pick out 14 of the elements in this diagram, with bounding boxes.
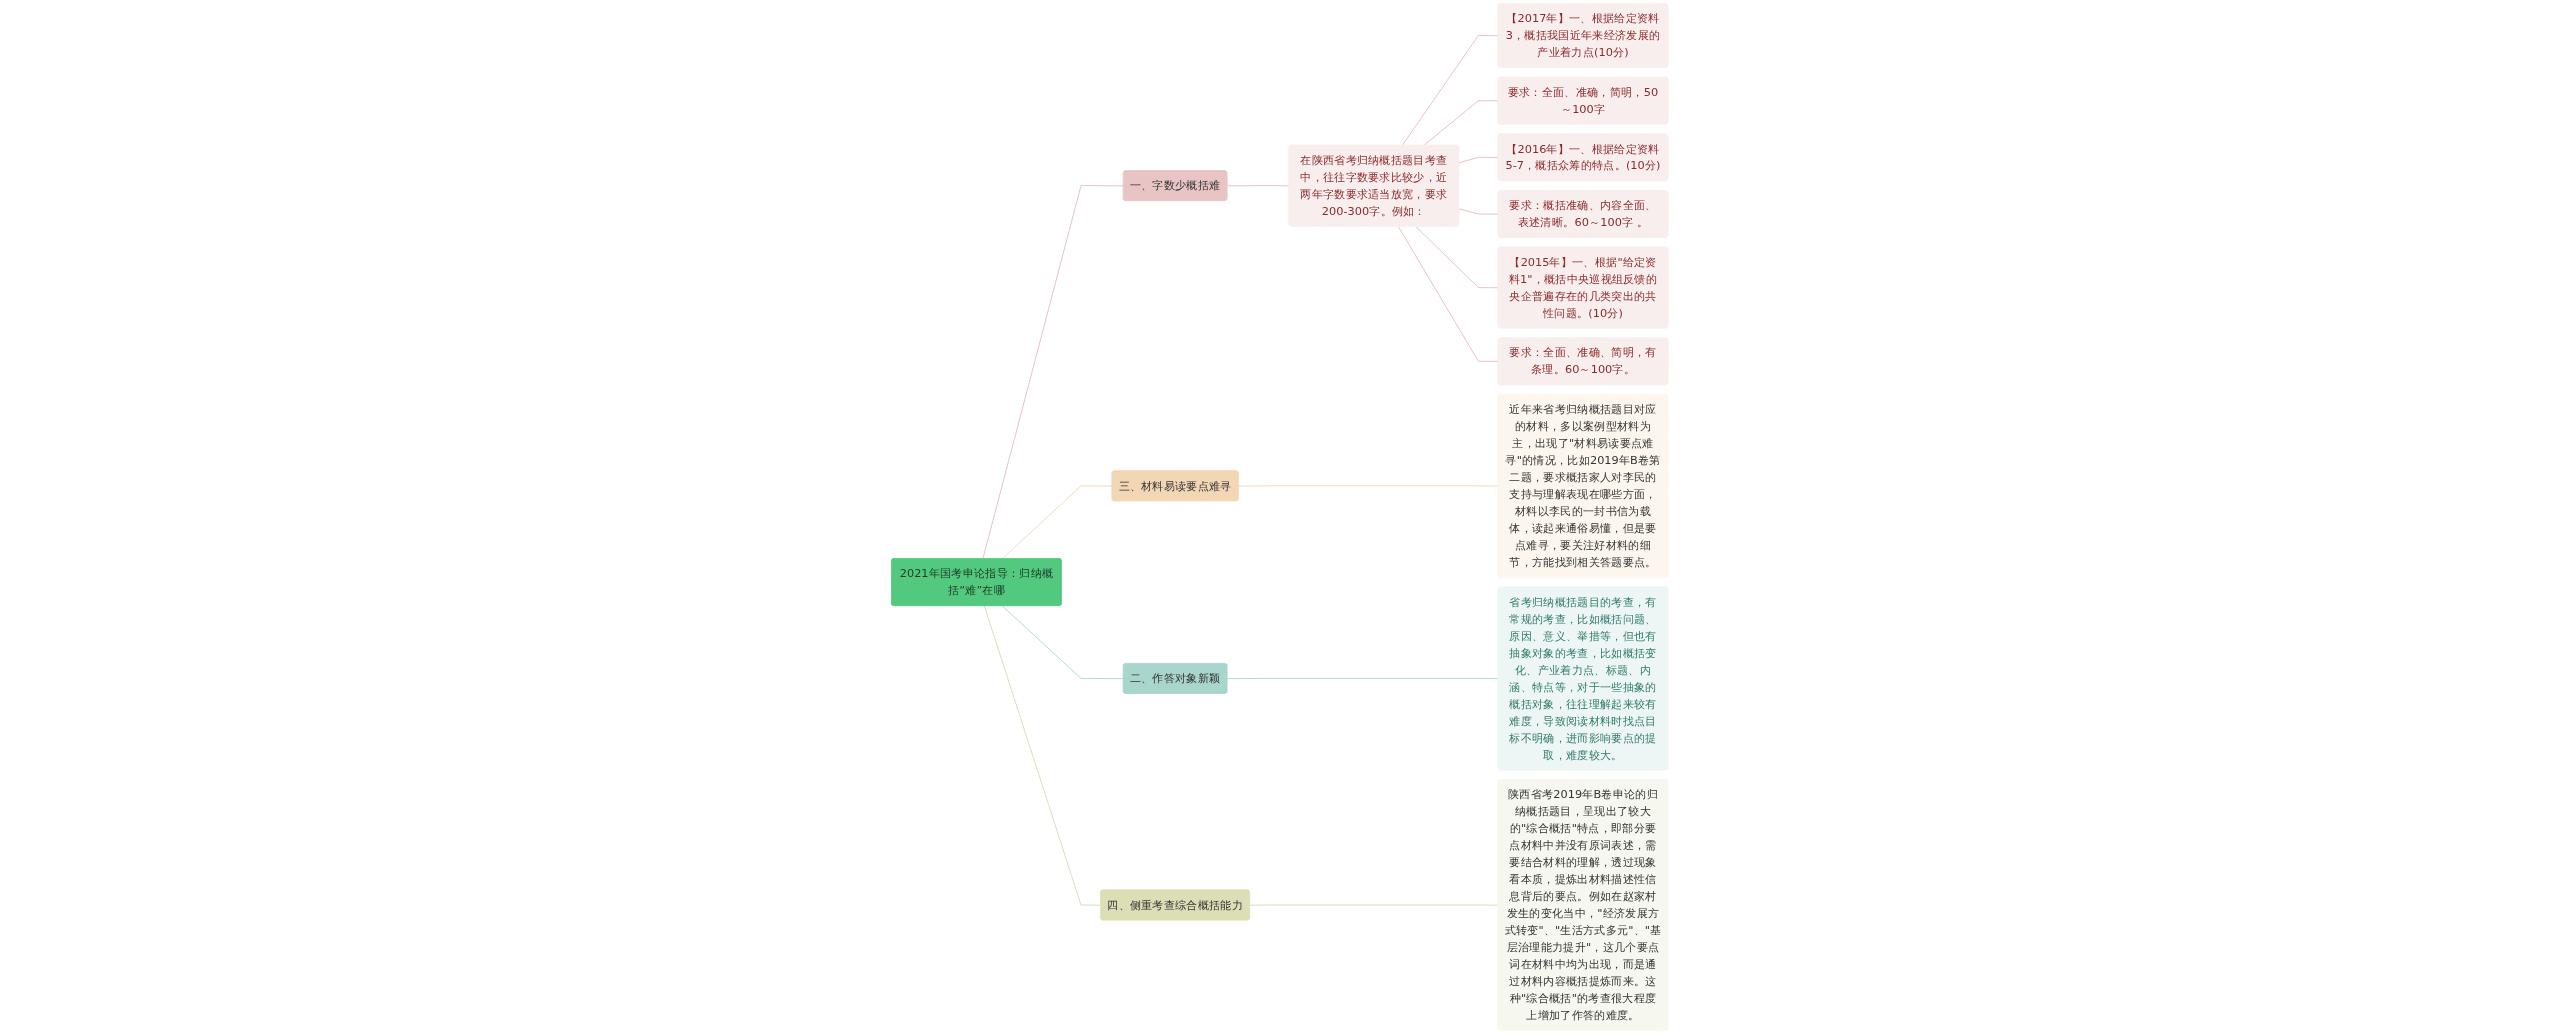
connector <box>1002 605 1125 680</box>
connector <box>1398 225 1499 362</box>
connector <box>1238 485 1499 487</box>
connector <box>1415 225 1499 289</box>
connector <box>1227 678 1499 680</box>
connector <box>1458 208 1499 215</box>
connector <box>1227 185 1290 187</box>
connector <box>982 185 1125 560</box>
connector <box>1249 904 1499 906</box>
connector <box>1458 156 1499 164</box>
connector <box>1002 485 1113 560</box>
connector <box>1402 35 1499 146</box>
connector <box>1423 100 1499 146</box>
connector <box>984 605 1102 906</box>
